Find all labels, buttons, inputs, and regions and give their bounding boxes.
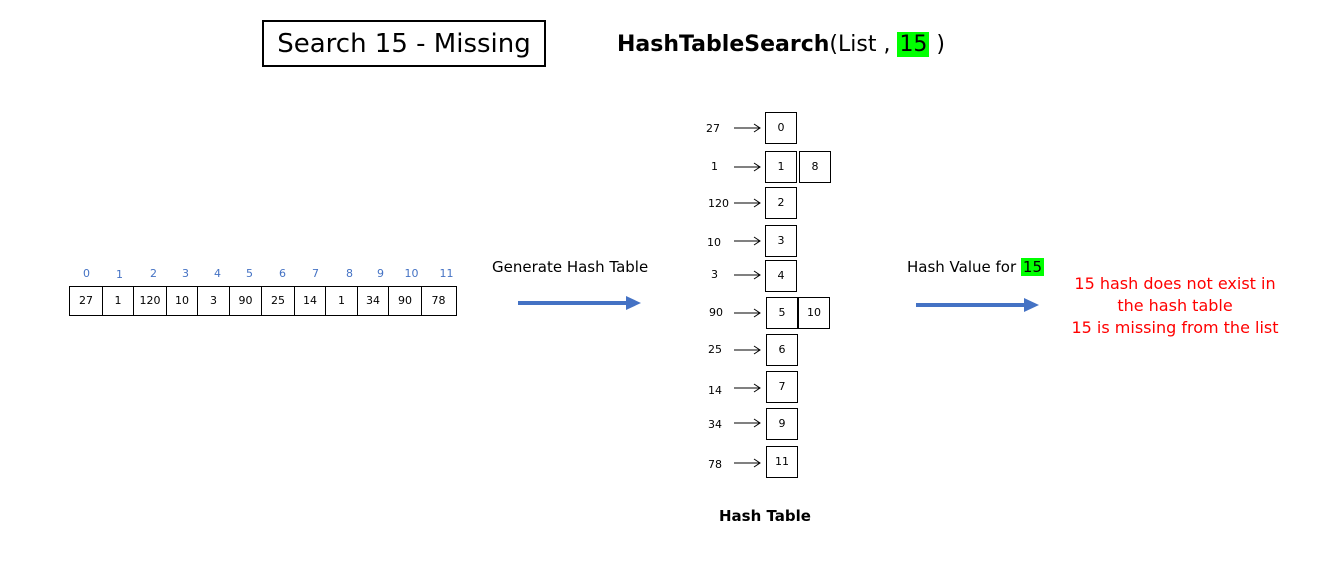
array-cell: 1 <box>101 286 135 316</box>
hash-key: 14 <box>708 384 722 397</box>
generate-hash-table-label: Generate Hash Table <box>492 258 649 276</box>
array-cell: 14 <box>293 286 327 316</box>
hash-key: 1 <box>711 160 718 173</box>
array-index: 1 <box>116 268 123 281</box>
key-arrow <box>734 458 761 468</box>
hash-key: 90 <box>709 306 723 319</box>
result-message: 15 hash does not exist in the hash table… <box>1050 273 1300 339</box>
array-cell: 10 <box>165 286 199 316</box>
array-cell: 90 <box>228 286 263 316</box>
array-cell: 90 <box>388 286 422 316</box>
key-arrow <box>734 198 761 208</box>
search-value-highlight: 15 <box>897 32 930 57</box>
hash-key: 120 <box>708 197 729 210</box>
array-cell: 34 <box>356 286 390 316</box>
hash-chain-value: 10 <box>798 297 830 329</box>
hash-value-label: Hash Value for 15 <box>907 257 1045 277</box>
hash-slot: 4 <box>765 260 797 292</box>
page-title: Search 15 - Missing <box>262 20 546 67</box>
array-cell: 120 <box>133 286 167 316</box>
hash-table-caption: Hash Table <box>719 507 811 525</box>
hash-value-arrow-shaft <box>916 303 1026 307</box>
key-arrow <box>734 162 761 172</box>
key-arrow <box>734 236 761 246</box>
hash-slot: 2 <box>765 187 797 219</box>
hash-key: 10 <box>707 236 721 249</box>
generate-arrow-head <box>626 296 641 310</box>
hash-slot: 3 <box>765 225 797 257</box>
array-index: 7 <box>312 267 319 280</box>
generate-arrow-shaft <box>518 301 628 305</box>
key-arrow <box>734 345 761 355</box>
hash-value-highlight: 15 <box>1020 258 1045 276</box>
hash-key: 25 <box>708 343 722 356</box>
hash-slot: 9 <box>766 408 798 440</box>
hash-key: 3 <box>711 268 718 281</box>
array-cell: 3 <box>197 286 230 316</box>
hash-slot: 6 <box>766 334 798 366</box>
hash-key: 34 <box>708 418 722 431</box>
input-array: 27 1 120 10 3 90 25 14 1 34 90 78 <box>69 286 457 316</box>
key-arrow <box>734 308 761 318</box>
array-index: 0 <box>83 267 90 280</box>
function-call: HashTableSearch(List , 15 ) <box>617 30 945 60</box>
key-arrow <box>734 383 761 393</box>
key-arrow <box>734 123 761 133</box>
array-index: 11 <box>439 267 454 280</box>
key-arrow <box>734 418 761 428</box>
array-cell: 1 <box>325 286 358 316</box>
key-arrows <box>734 123 761 468</box>
array-index: 8 <box>346 267 353 280</box>
key-arrow <box>734 270 761 280</box>
array-index: 4 <box>214 267 221 280</box>
function-args-close: ) <box>929 32 946 57</box>
result-line-3: 15 is missing from the list <box>1071 318 1279 337</box>
hash-slot: 1 <box>765 151 797 183</box>
array-cell: 25 <box>261 286 295 316</box>
array-index: 2 <box>150 267 157 280</box>
array-index: 10 <box>404 267 419 280</box>
hash-slot: 0 <box>765 112 797 144</box>
hash-chain-value: 8 <box>799 151 831 183</box>
hash-slot: 11 <box>766 446 798 478</box>
array-cell: 27 <box>69 286 103 316</box>
array-index: 6 <box>279 267 286 280</box>
result-line-2: the hash table <box>1117 296 1233 315</box>
array-cell: 78 <box>420 286 457 316</box>
function-args-open: (List , <box>829 32 898 57</box>
function-name: HashTableSearch <box>617 32 830 57</box>
array-index: 9 <box>377 267 384 280</box>
array-index: 3 <box>182 267 189 280</box>
hash-slot: 5 <box>766 297 798 329</box>
hash-value-arrow-head <box>1024 298 1039 312</box>
hash-slot: 7 <box>766 371 798 403</box>
hash-key: 27 <box>706 122 720 135</box>
result-line-1: 15 hash does not exist in <box>1074 274 1276 293</box>
array-index: 5 <box>246 267 253 280</box>
hash-key: 78 <box>708 458 722 471</box>
hash-value-prefix: Hash Value for <box>907 258 1021 276</box>
